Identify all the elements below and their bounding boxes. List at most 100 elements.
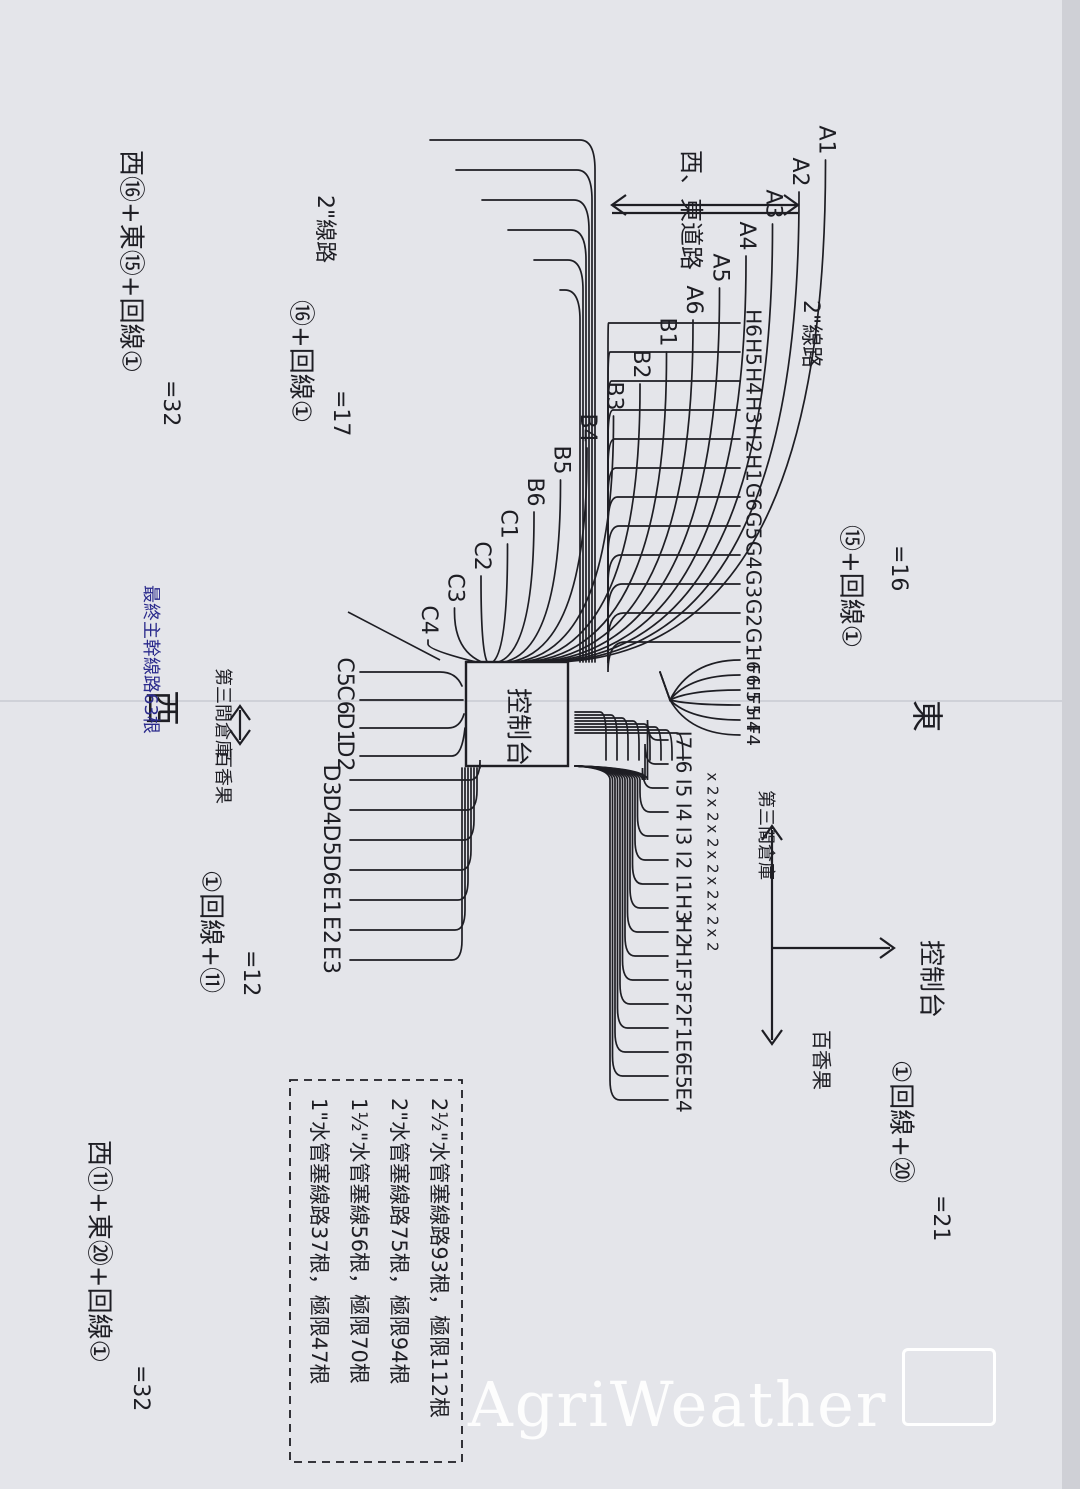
label-h5-east: H5 [742,678,763,703]
label-g3-r: G3 [742,570,766,598]
final-main-pointer [347,611,441,661]
label-f5-east: F5 [742,694,763,716]
label-d1-l: D1 [332,713,357,744]
road-arrow-left [610,194,627,216]
label-a4: A4 [734,221,759,250]
label-i5-b: I5 [672,779,696,798]
wire-d4-l [349,767,478,811]
label-c2: C2 [469,541,494,570]
label-b5: B5 [549,445,574,474]
bottom-vert-arrow-down [761,1029,783,1046]
wire-a-loop [429,139,596,663]
label-f1-b: F1 [672,1016,696,1040]
wire-a1 [559,159,827,663]
wire-f5-east [659,671,741,706]
wire-g2-r [607,612,741,663]
paper-edge [1062,0,1080,1489]
watermark-logo-icon [902,1348,996,1426]
watermark-text: AgriWeather [468,1368,888,1441]
wire-d5-l [349,767,475,841]
wire-a-loop [481,199,590,663]
label-f6-east: F6 [742,664,763,686]
label-g5-r: G5 [742,512,766,540]
wire-loop-br [574,732,684,761]
eq-west-top: 西⑯+東⑮+回線① [116,150,146,373]
label-e3-l: E3 [318,946,343,974]
line-2in-right: 2"線路 [798,300,823,368]
east-label: 東 [908,700,946,732]
label-x2: x 2 [704,798,722,821]
label-b1: B1 [655,317,680,346]
wire-f3-b [574,765,669,981]
paper-fold [0,700,1062,702]
wire-loop-br [574,729,673,761]
label-x2: x 2 [704,876,722,899]
wire-c1 [491,543,509,663]
wire-c3 [453,607,483,663]
legend-box [289,1079,463,1463]
wire-b6 [497,511,535,663]
label-e1-l: E1 [318,886,343,914]
wire-h1-b [574,765,669,957]
wire-b4 [508,447,588,663]
legend-line-4: 2½"水管塞線路93根，極限112根 [427,1098,451,1418]
wire-i2-b [574,765,669,861]
wire-c4 [427,639,477,663]
label-i3-b: I3 [672,827,696,846]
label-f4-east: F4 [742,724,763,746]
wire-f1-b [574,765,669,1029]
label-x2: x 2 [704,902,722,925]
west-small-arrow-down [229,729,251,746]
control-box-label: 控制台 [503,688,533,766]
label-i7-b: I7 [672,731,696,750]
label-x2: x 2 [704,772,722,795]
label-h5-r: H5 [742,338,766,366]
label-h2-b: H2 [672,918,696,946]
eq-15-total: =16 [886,545,911,591]
wire-h5-r [607,351,741,663]
label-h2-r: H2 [742,425,766,453]
wire-e3-l [349,767,463,961]
label-b2: B2 [628,349,653,378]
eq-west-top-total: =32 [158,380,183,426]
control-arrow-label: 控制台 [916,940,946,1018]
passionfruit-west: 百香果 [212,750,233,804]
label-e6-b: E6 [672,1039,696,1064]
eq-11: ①回線+⑪ [196,870,226,993]
label-d6-l: D6 [318,855,343,886]
wire-h2-b [574,765,669,933]
line-2in-top: 2"線路 [312,195,337,263]
eq-15: ⑮+回線① [836,525,866,648]
label-g1-r: G1 [742,628,766,656]
wire-a-loop [533,259,584,663]
wire-a-loop [559,289,581,663]
label-a2: A2 [787,157,812,186]
wire-d2-l [359,727,466,757]
wire-e1-l [349,767,469,901]
label-layer: 控制台C4C3C2C1B6B5B4B3B2B1A6A5A4A3A2A1G1G2G… [84,125,954,1418]
wire-i7-b [574,719,669,781]
wire-b5 [503,479,562,663]
west-small-arrow-up [229,704,251,721]
label-e5-b: E5 [672,1063,696,1088]
legend-line-3: 2"水管塞線路75根，極限94根 [387,1098,411,1384]
label-d3-l: D3 [318,765,343,796]
wire-i1-b [574,765,669,885]
label-f2-b: F2 [672,992,696,1016]
bottom-vert-arrow-up [761,824,783,841]
label-i1-b: I1 [672,875,696,894]
label-a6: A6 [681,285,706,314]
eq-20-total: =21 [928,1195,953,1241]
wire-e6-b [574,765,669,1053]
label-x2: x 2 [704,824,722,847]
label-d2-l: D2 [332,741,357,772]
label-c3: C3 [443,573,468,602]
wire-b2 [519,383,641,663]
wire-f2-b [574,765,669,1005]
label-e4-b: E4 [672,1087,696,1112]
label-c1: C1 [496,509,521,538]
wire-d1-l [359,713,465,729]
wire-layer [349,139,827,1101]
wire-e2-l [349,767,466,931]
